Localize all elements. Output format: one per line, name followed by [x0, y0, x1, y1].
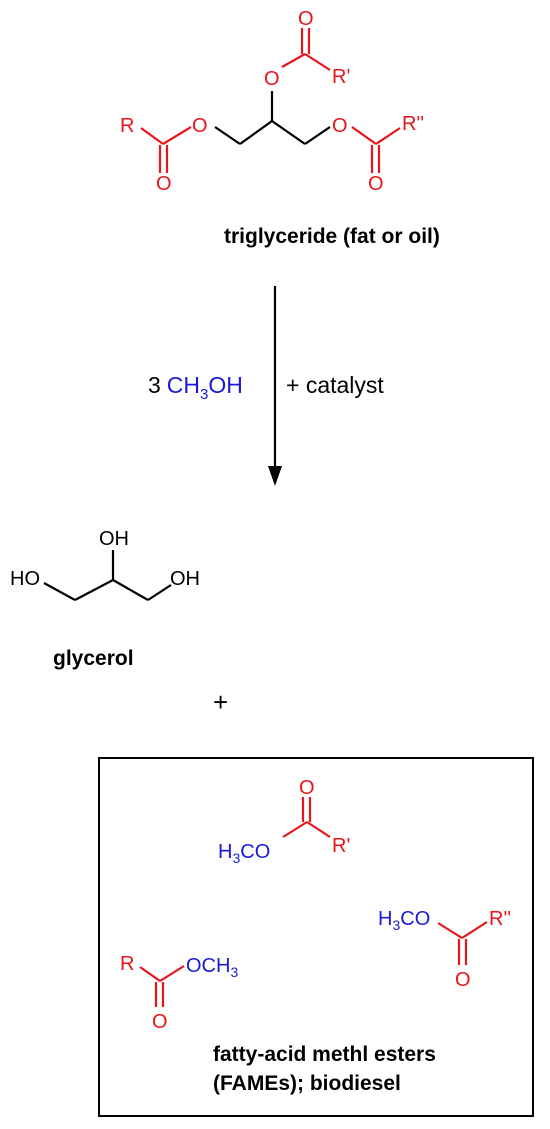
methoxy-label: H3CO — [218, 841, 270, 866]
bond — [147, 584, 172, 601]
hydroxyl-label: OH — [170, 568, 200, 590]
bond — [281, 53, 306, 68]
fame-r-prime: O R' H3CO — [218, 777, 350, 866]
r-group-label: R' — [332, 835, 350, 857]
oxygen-label: O — [152, 1011, 168, 1033]
bond — [304, 53, 331, 71]
r-group-label: R — [120, 953, 134, 975]
catalyst-label: + catalyst — [286, 372, 384, 398]
bond — [139, 966, 161, 982]
fame-r-double-prime: O R'' H3CO — [378, 908, 511, 991]
bond — [140, 127, 164, 145]
glycerol-structure: OH HO OH glycerol — [10, 528, 200, 670]
bond — [159, 965, 185, 982]
oxygen-label: O — [156, 173, 172, 195]
r-group-label: R — [120, 115, 134, 137]
bond — [306, 821, 331, 838]
bond — [351, 126, 377, 145]
r-group-label: R'' — [402, 113, 424, 135]
oxygen-label: O — [192, 115, 208, 137]
glycerol-name: glycerol — [53, 647, 134, 670]
arrowhead-icon — [268, 466, 282, 486]
bond — [43, 582, 76, 601]
reaction-arrow — [268, 286, 282, 486]
plus-sign: + — [213, 687, 228, 717]
fame-r: O R OCH3 — [120, 953, 238, 1033]
fames-caption-line1: fatty-acid methl esters — [213, 1043, 436, 1066]
oxygen-label: O — [298, 8, 314, 30]
bond — [461, 921, 488, 939]
oxygen-label: O — [299, 777, 315, 799]
oxygen-label: O — [264, 68, 280, 90]
fames-caption-line2: (FAMEs); biodiesel — [213, 1072, 401, 1095]
oxygen-label: O — [368, 173, 384, 195]
bond — [437, 922, 463, 939]
hydroxyl-label: HO — [10, 568, 40, 590]
r-group-label: R' — [332, 66, 350, 88]
triglyceride-name: triglyceride (fat or oil) — [224, 225, 440, 248]
triglyceride-structure: R O O O O R' O O R'' triglyceride (fat o… — [120, 8, 440, 248]
bond — [304, 126, 331, 145]
methoxy-label: OCH3 — [186, 955, 238, 980]
r-group-label: R'' — [489, 908, 511, 930]
oxygen-label: O — [332, 115, 348, 137]
bond — [74, 579, 114, 601]
bond — [112, 579, 149, 601]
bond — [282, 821, 308, 838]
oxygen-label: O — [455, 969, 471, 991]
methoxy-label: H3CO — [378, 908, 430, 933]
hydroxyl-label: OH — [99, 528, 129, 550]
bond — [271, 120, 306, 145]
bond — [375, 127, 401, 145]
bond — [214, 126, 241, 145]
bond — [162, 126, 192, 145]
bond — [239, 120, 273, 145]
